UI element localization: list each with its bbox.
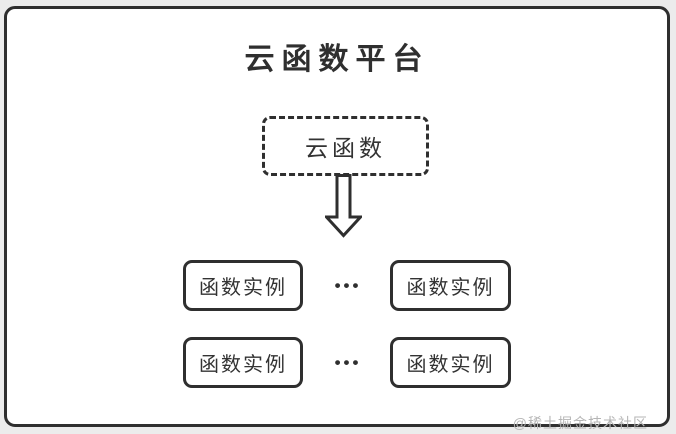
platform-frame: 云函数平台 云函数 函数实例 ••• 函数实例 函数实例 ••• 函数实例 @稀…: [4, 6, 670, 431]
function-instance-label: 函数实例: [199, 354, 287, 376]
function-instance-label: 函数实例: [406, 277, 495, 299]
watermark: @稀土掘金技术社区: [512, 415, 648, 431]
function-instance-node: 函数实例: [183, 337, 303, 388]
down-arrow-icon: [325, 174, 362, 238]
ellipsis-row1: •••: [334, 275, 362, 295]
diagram-title: 云函数平台: [244, 43, 430, 76]
cloud-function-node: 云函数: [262, 116, 429, 176]
function-instance-label: 函数实例: [199, 277, 287, 299]
function-instance-node: 函数实例: [390, 337, 511, 388]
ellipsis-row2: •••: [334, 352, 362, 372]
function-instance-node: 函数实例: [390, 260, 511, 311]
cloud-function-label: 云函数: [305, 135, 386, 161]
function-instance-node: 函数实例: [183, 260, 303, 311]
function-instance-label: 函数实例: [406, 354, 495, 376]
